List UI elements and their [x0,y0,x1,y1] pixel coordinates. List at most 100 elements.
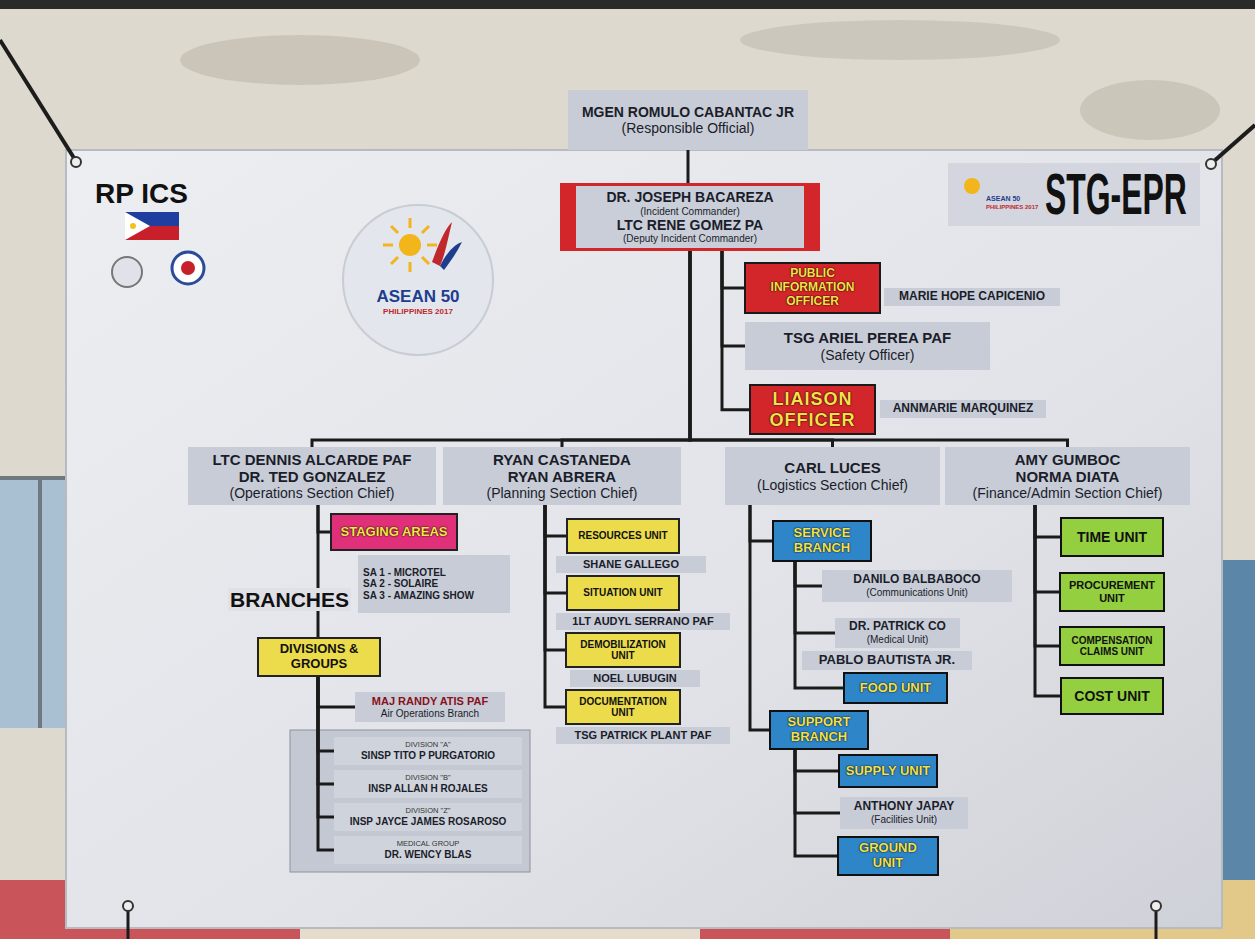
name-sticker: NOEL LUBUGIN [570,670,700,687]
node-text: Air Operations Branch [381,708,479,720]
tent-panel [1222,560,1255,880]
node-text: DANILO BALBABOCO [853,573,980,587]
node-text: 1LT AUDYL SERRANO PAF [572,615,713,628]
banner-label: ASEAN 50 [376,288,459,305]
command-box: DR. JOSEPH BACAREZA(Incident Commander)L… [560,183,820,251]
logistics-box: SUPPORT BRANCH [769,710,869,750]
rope [0,40,74,158]
node-text: INSP JAYCE JAMES ROSAROSO [350,816,507,828]
node-text: TIME UNIT [1077,529,1147,545]
node-text: DOCUMENTATION UNIT [571,696,675,719]
banner-label: ASEAN 50 [986,195,1020,202]
connector-line [795,562,822,586]
agency-logo [181,261,195,275]
connector-line [318,677,355,707]
node-text: DR. JOSEPH BACAREZA [606,189,773,205]
stain [180,35,420,85]
banner-label: STG-EPR [1045,165,1187,223]
name-sticker: AMY GUMBOCNORMA DIATA(Finance/Admin Sect… [945,447,1190,505]
finance-box: PROCUREMENT UNIT [1059,572,1165,612]
rope [1213,125,1255,162]
division-entry: MEDICAL GROUPDR. WENCY BLAS [334,836,522,864]
node-text: SA 2 - SOLAIRE [363,578,438,590]
logistics-box: SERVICE BRANCH [772,520,872,562]
node-text: DIVISIONS & GROUPS [263,642,375,672]
node-text: LIAISON OFFICER [755,389,870,430]
connector-line [545,505,566,593]
node-text: RYAN CASTANEDA [493,451,631,468]
banner-label: PHILIPPINES 2017 [383,308,453,316]
node-text: (Operations Section Chief) [230,485,395,501]
name-sticker: MGEN ROMULO CABANTAC JR(Responsible Offi… [568,90,808,150]
node-text: TSG PATRICK PLANT PAF [575,729,712,742]
stain [1080,80,1220,140]
connector-line [318,677,334,751]
name-sticker: MAJ RANDY ATIS PAFAir Operations Branch [355,692,505,722]
node-text: LTC RENE GOMEZ PA [617,217,763,233]
finance-box: COMPENSATION CLAIMS UNIT [1059,626,1165,666]
node-text: RESOURCES UNIT [578,530,667,542]
unit-box: SITUATION UNIT [566,575,680,611]
connector-line [317,505,320,637]
node-text: FOOD UNIT [860,681,932,696]
connector-line [750,505,772,541]
logistics-box: GROUND UNIT [837,836,939,876]
staging-box: STAGING AREAS [330,513,458,551]
unit-box: DIVISIONS & GROUPS [257,637,381,677]
name-sticker: MARIE HOPE CAPICENIO [884,288,1060,306]
node-text: SA 1 - MICROTEL [363,567,446,579]
connector-line [1035,505,1060,696]
division-entry: DIVISION "Z"INSP JAYCE JAMES ROSAROSO [334,803,522,831]
stain [740,20,1060,60]
node-text: MGEN ROMULO CABANTAC JR [582,104,794,120]
unit-box: RESOURCES UNIT [566,518,680,554]
node-text: AMY GUMBOC [1015,451,1121,468]
division-entry: DIVISION "B"INSP ALLAN H ROJALES [334,770,522,798]
name-sticker: DR. PATRICK CO(Medical Unit) [835,618,960,648]
node-text: LTC DENNIS ALCARDE PAF [213,451,412,468]
node-text: COMPENSATION CLAIMS UNIT [1065,635,1159,658]
name-sticker: TSG ARIEL PEREA PAF(Safety Officer) [745,322,990,370]
name-sticker: LTC DENNIS ALCARDE PAFDR. TED GONZALEZ(O… [188,447,436,505]
node-text: SITUATION UNIT [583,587,662,599]
connector-line [318,677,334,784]
node-text: COST UNIT [1074,688,1149,704]
name-sticker: CARL LUCES(Logistics Section Chief) [725,447,940,505]
name-sticker: ANTHONY JAPAY(Facilities Unit) [840,797,968,829]
officer-box: LIAISON OFFICER [749,384,876,435]
name-sticker: TSG PATRICK PLANT PAF [556,727,730,744]
node-text: MEDICAL GROUP [397,840,460,849]
node-text: DR. WENCY BLAS [384,849,471,861]
name-sticker: SA 1 - MICROTELSA 2 - SOLAIRESA 3 - AMAZ… [358,555,510,613]
node-text: SA 3 - AMAZING SHOW [363,590,474,602]
node-text: PUBLIC INFORMATION OFFICER [750,267,875,308]
window-frame [0,476,70,480]
node-text: MARIE HOPE CAPICENIO [899,290,1045,304]
connector-line [750,505,769,730]
node-text: RYAN ABRERA [508,468,616,485]
node-text: DR. TED GONZALEZ [239,468,386,485]
connector-line [562,251,690,447]
node-text: DIVISION "Z" [406,807,451,816]
agency-logo [172,252,204,284]
node-text: SINSP TITO P PURGATORIO [361,750,495,762]
connector-line [687,150,690,183]
banner [66,150,1222,928]
node-text: (Finance/Admin Section Chief) [973,485,1163,501]
connector-line [318,505,330,532]
name-sticker: 1LT AUDYL SERRANO PAF [556,613,730,630]
node-text: NOEL LUBUGIN [593,672,677,685]
grommet [1206,159,1216,169]
agency-logo [112,257,142,287]
grommet [71,157,81,167]
name-sticker: SHANE GALLEGO [556,556,706,573]
node-text: (Medical Unit) [867,634,929,646]
node-text: GROUND UNIT [843,841,933,871]
node-text: (Planning Section Chief) [487,485,638,501]
logo-plate [948,163,1200,226]
node-text: DR. PATRICK CO [849,620,946,634]
grommet [1151,901,1161,911]
grommet [123,901,133,911]
name-sticker: PABLO BAUTISTA JR. [802,651,972,670]
connector-line [1035,505,1059,646]
